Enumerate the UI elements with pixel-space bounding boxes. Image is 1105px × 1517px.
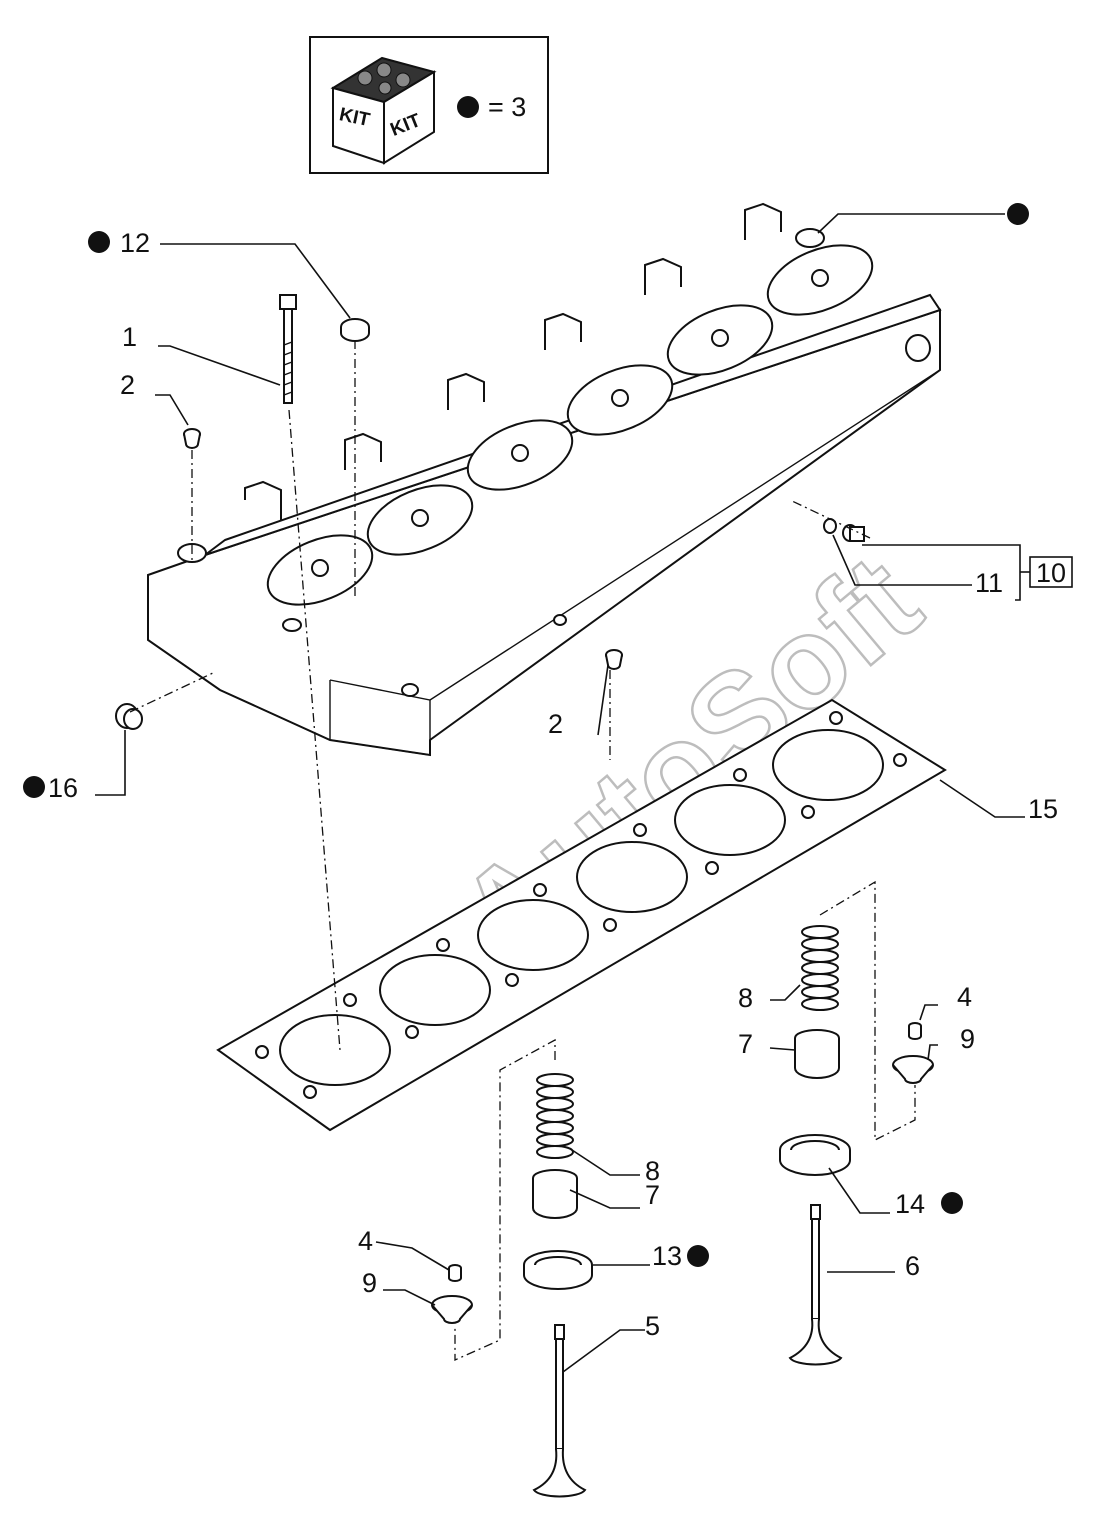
marker-dot-head	[1007, 203, 1029, 225]
marker-dot-16	[23, 776, 45, 798]
leader-lines	[95, 213, 1030, 1373]
kit-legend-text: = 3	[488, 92, 526, 122]
part-14-valve-seat	[779, 1134, 851, 1176]
callout-11: 11	[975, 568, 1003, 598]
kit-markers	[23, 203, 1029, 1267]
part-1-bolt	[279, 294, 297, 404]
kit-legend: KIT KIT = 3	[309, 36, 549, 174]
part-2-plug-upper	[183, 428, 201, 449]
part-8-spring-left	[536, 1073, 574, 1159]
part-7-seal-left	[532, 1169, 578, 1219]
callout-2-lower: 2	[548, 709, 563, 739]
callout-6: 6	[905, 1251, 920, 1281]
part-15-head-gasket	[216, 698, 947, 1132]
callout-10-box	[1029, 556, 1073, 588]
marker-dot-14	[941, 1192, 963, 1214]
callout-10: 10	[1036, 558, 1066, 588]
callout-14: 14	[895, 1189, 925, 1219]
kit-marker-dot	[457, 96, 479, 118]
part-12-plug	[340, 318, 370, 342]
callout-8-right: 8	[738, 983, 753, 1013]
callout-13: 13	[652, 1241, 682, 1271]
marker-dot-13	[687, 1245, 709, 1267]
part-9-retainer-right	[892, 1055, 934, 1084]
marker-dot-12	[88, 231, 110, 253]
callout-1: 1	[122, 322, 137, 352]
part-11-plug	[823, 518, 865, 542]
part-4-cotter-left	[448, 1264, 462, 1282]
callout-2-upper: 2	[120, 370, 135, 400]
callout-9-left: 9	[362, 1268, 377, 1298]
callout-5: 5	[645, 1311, 660, 1341]
axis-lines	[129, 340, 916, 1362]
callout-4-left: 4	[358, 1226, 373, 1256]
callout-15: 15	[1028, 794, 1058, 824]
part-16-plug	[115, 703, 143, 730]
callout-4-right: 4	[957, 982, 972, 1012]
callout-7-right: 7	[738, 1029, 753, 1059]
part-8-spring-right	[801, 925, 839, 1011]
cylinder-head	[147, 202, 942, 757]
callout-8-left: 8	[645, 1156, 660, 1186]
callout-12: 12	[120, 228, 150, 258]
part-13-valve-seat	[523, 1250, 593, 1290]
callout-9-right: 9	[960, 1024, 975, 1054]
part-5-valve	[532, 1324, 587, 1498]
callout-7-left: 7	[645, 1180, 660, 1210]
part-4-cotter-right	[908, 1022, 922, 1040]
part-6-valve	[788, 1204, 843, 1366]
part-7-seal-right	[794, 1029, 840, 1079]
part-9-retainer-left	[431, 1295, 473, 1324]
kit-box-icon: KIT KIT	[330, 56, 437, 165]
callout-16: 16	[48, 773, 78, 803]
callout-labels: 12 1 2 10 11 16 2 15 8 7 4 9 14 6 8 7 13…	[48, 228, 1066, 1341]
